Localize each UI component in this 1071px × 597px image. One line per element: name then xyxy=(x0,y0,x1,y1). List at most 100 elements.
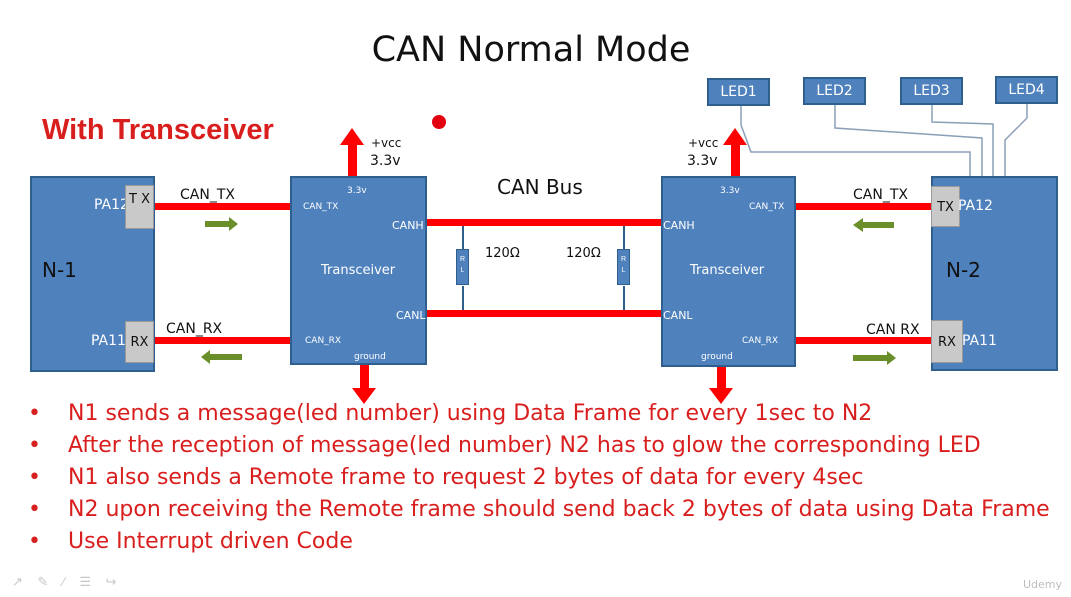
bullet-icon: • xyxy=(28,465,41,490)
transceiver-right-label: Transceiver xyxy=(690,263,765,278)
rx-arrow-right xyxy=(853,351,896,365)
arrow-icon[interactable]: ↗ xyxy=(12,574,23,589)
resistor-left-r: R xyxy=(459,256,466,263)
led2-box: LED2 xyxy=(803,77,866,105)
resistor-left-value: 120Ω xyxy=(485,246,520,261)
list-item: • After the reception of message(led numb… xyxy=(28,431,1050,463)
transceiver-right-canrx-pin: CAN_RX xyxy=(742,336,779,346)
ground-right-arrow xyxy=(709,388,733,404)
transceiver-left-canl-pin: CANL xyxy=(396,309,426,322)
canh-bus-wire xyxy=(426,219,663,226)
menu-icon[interactable]: ☰ xyxy=(79,574,91,589)
transceiver-right-canh-pin: CANH xyxy=(663,219,695,232)
pen-icon[interactable]: ✎ xyxy=(37,574,49,589)
led4-wire xyxy=(1004,104,1028,176)
canl-bus-wire xyxy=(426,310,663,317)
n2-tx-pin: TX xyxy=(931,186,960,227)
pointer-dot xyxy=(432,115,446,129)
n1-pa12-label: PA12 xyxy=(94,197,129,213)
transceiver-left-label: Transceiver xyxy=(321,263,396,278)
can-rx-wire-right xyxy=(795,337,932,344)
node-n2-label: N-2 xyxy=(946,258,981,282)
tx-arrow-left xyxy=(205,217,238,231)
can-rx-wire-left xyxy=(154,337,292,344)
requirements-list: • N1 sends a message(led number) using Da… xyxy=(28,399,1050,559)
list-item-text: After the reception of message(led numbe… xyxy=(68,433,981,458)
bullet-icon: • xyxy=(28,433,41,458)
resistor-right-value: 120Ω xyxy=(566,246,601,261)
led3-box: LED3 xyxy=(900,77,963,105)
can-tx-wire-left xyxy=(154,203,292,210)
transceiver-right-ground-pin: ground xyxy=(701,352,733,362)
ground-left-arrow xyxy=(352,388,376,404)
n1-rx-pin: RX xyxy=(125,321,154,363)
resistor-left: R L xyxy=(456,249,469,285)
list-item-text: N1 also sends a Remote frame to request … xyxy=(68,465,864,490)
rx-arrow-left xyxy=(201,350,242,364)
vcc-left-voltage: 3.3v xyxy=(370,153,401,169)
can-bus-label: CAN Bus xyxy=(497,175,583,199)
vcc-left-arrow xyxy=(340,128,364,145)
tx-arrow-right xyxy=(853,218,894,232)
n1-pa11-label: PA11 xyxy=(91,333,126,349)
vcc-left-label: +vcc xyxy=(371,136,402,150)
n1-tx-pin: T X xyxy=(125,185,154,229)
n2-pa11-label: PA11 xyxy=(962,333,997,349)
signal-wires xyxy=(154,128,932,404)
list-item-text: Use Interrupt driven Code xyxy=(68,529,353,554)
transceiver-left-vcc-pin: 3.3v xyxy=(347,186,367,196)
led-wires xyxy=(740,104,1028,176)
led1-box: LED1 xyxy=(707,78,770,106)
list-item-text: N2 upon receiving the Remote frame shoul… xyxy=(68,497,1050,522)
ground-left-bar xyxy=(360,364,369,390)
resistor-right-l: L xyxy=(621,267,626,274)
bullet-icon: • xyxy=(28,497,41,522)
can-tx-wire-right xyxy=(795,203,932,210)
resistor-left-l: L xyxy=(460,267,465,274)
highlighter-icon[interactable]: ∕ xyxy=(62,574,65,589)
transceiver-left-canh-pin: CANH xyxy=(392,219,424,232)
transceiver-right-cantx-pin: CAN_TX xyxy=(749,202,785,212)
list-item: • Use Interrupt driven Code xyxy=(28,527,1050,559)
led1-wire xyxy=(740,104,971,176)
watermark-logo: Udemy xyxy=(1023,578,1063,591)
led2-wire xyxy=(834,104,983,176)
transceiver-right xyxy=(661,176,796,367)
forward-icon[interactable]: ↪ xyxy=(105,574,117,589)
resistor-right-r: R xyxy=(620,256,627,263)
transceiver-left xyxy=(290,176,427,365)
list-item: • N2 upon receiving the Remote frame shou… xyxy=(28,495,1050,527)
list-item-text: N1 sends a message(led number) using Dat… xyxy=(68,401,873,426)
n2-pa12-label: PA12 xyxy=(958,198,993,214)
can-tx-label-right: CAN_TX xyxy=(853,187,908,203)
vcc-left-bar xyxy=(348,142,357,177)
led4-box: LED4 xyxy=(995,76,1058,104)
list-item: • N1 sends a message(led number) using Da… xyxy=(28,399,1050,431)
list-item: • N1 also sends a Remote frame to request… xyxy=(28,463,1050,495)
can-rx-label-right: CAN RX xyxy=(866,322,920,338)
vcc-right-bar xyxy=(731,142,740,177)
vcc-right-voltage: 3.3v xyxy=(687,153,718,169)
transceiver-right-vcc-pin: 3.3v xyxy=(720,186,740,196)
transceiver-left-canrx-pin: CAN_RX xyxy=(305,336,342,346)
presenter-toolbar: ↗ ✎ ∕ ☰ ↪ xyxy=(12,573,126,591)
node-n1-label: N-1 xyxy=(42,258,77,282)
resistor-leads xyxy=(462,226,625,310)
n2-rx-pin: RX xyxy=(931,320,963,363)
can-tx-label-left: CAN_TX xyxy=(180,187,235,203)
ground-right-bar xyxy=(717,364,726,390)
transceiver-left-ground-pin: ground xyxy=(354,352,386,362)
slide-subtitle: With Transceiver xyxy=(42,114,274,146)
slide-title: CAN Normal Mode xyxy=(371,30,691,70)
bullet-icon: • xyxy=(28,529,41,554)
transceiver-right-canl-pin: CANL xyxy=(663,309,693,322)
bullet-icon: • xyxy=(28,401,41,426)
vcc-right-label: +vcc xyxy=(688,136,719,150)
vcc-right-arrow xyxy=(723,128,747,145)
led3-wire xyxy=(931,104,994,176)
direction-arrows xyxy=(201,217,896,365)
can-rx-label-left: CAN_RX xyxy=(166,321,223,337)
transceiver-left-cantx-pin: CAN_TX xyxy=(303,202,339,212)
